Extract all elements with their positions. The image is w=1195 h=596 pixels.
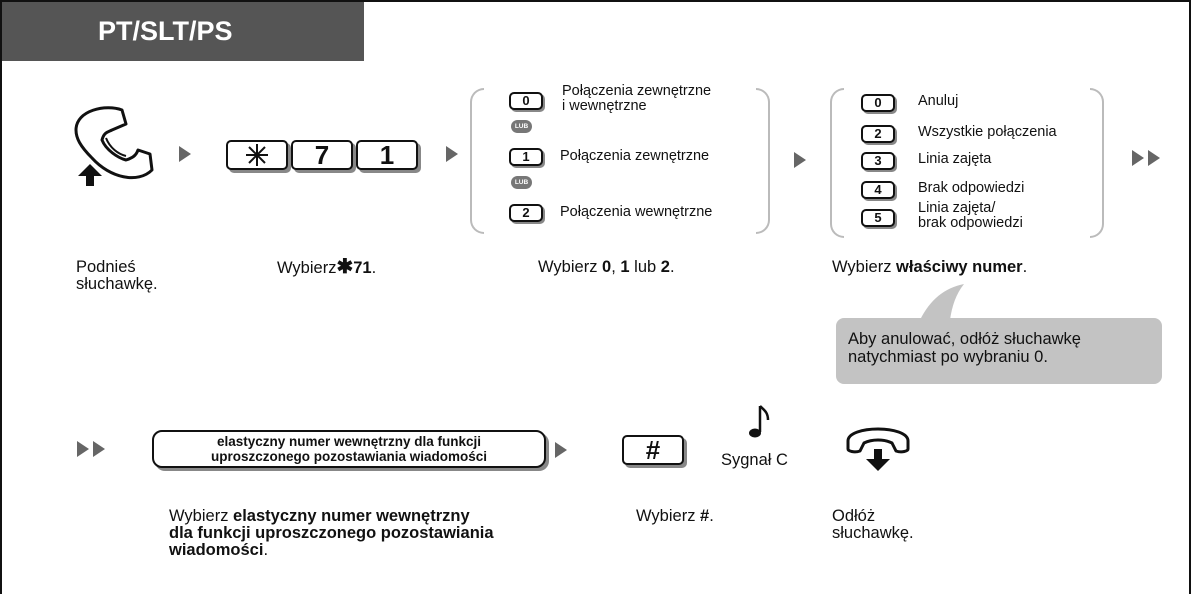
flexible-extension-number-box: elastyczny numer wewnętrzny dla funkcji …: [152, 430, 546, 468]
option-key-3: 3: [861, 152, 895, 170]
off-hook-handset-icon: [74, 106, 154, 186]
digit-key-1: 1: [356, 140, 418, 170]
option-key-0: 0: [861, 94, 895, 112]
hash-key: #: [622, 435, 684, 465]
step3-caption: Wybierz 0, 1 lub 2.: [538, 258, 675, 276]
option-label: Brak odpowiedzi: [918, 180, 1025, 196]
option-key-2: 2: [509, 204, 543, 222]
flow-arrow: [555, 442, 567, 458]
option-key-2: 2: [861, 125, 895, 143]
continue-arrow: [1148, 150, 1160, 166]
flow-arrow: [446, 146, 458, 162]
step6-caption: Wybierz #.: [636, 507, 714, 525]
step2-caption: Wybierz✱71.: [277, 256, 377, 278]
option-label: Wszystkie połączenia: [918, 124, 1057, 140]
or-badge: LUB: [511, 120, 532, 133]
option-key-4: 4: [861, 181, 895, 199]
tone-label: Sygnał C: [721, 451, 788, 469]
music-note-icon: [749, 405, 770, 438]
step1-caption: Podnieś słuchawkę.: [76, 258, 158, 293]
or-badge: LUB: [511, 176, 532, 189]
option-key-0: 0: [509, 92, 543, 110]
option-label: Anuluj: [918, 93, 959, 109]
step8-caption: Odłóż słuchawkę.: [832, 507, 914, 542]
bracket-right: [1090, 88, 1104, 238]
flow-arrow: [179, 146, 191, 162]
option-key-5: 5: [861, 209, 895, 227]
on-hook-handset-icon: [846, 427, 910, 471]
flow-arrow: [794, 152, 806, 168]
continue-arrow: [93, 441, 105, 457]
star-key: [226, 140, 288, 170]
callout-note: Aby anulować, odłóż słuchawkę natychmias…: [836, 318, 1162, 384]
star-key-glyph: [246, 144, 268, 166]
bracket-right: [756, 88, 770, 234]
digit-key-7: 7: [291, 140, 353, 170]
bracket-left: [830, 88, 844, 238]
option-label: Połączenia wewnętrzne: [560, 204, 713, 220]
continue-arrow: [77, 441, 89, 457]
callout-pointer: [920, 284, 964, 320]
option-label: Połączenia zewnętrzne: [560, 148, 710, 164]
option-label: Linia zajęta/ brak odpowiedzi: [918, 200, 1023, 231]
continue-arrow: [1132, 150, 1144, 166]
option-key-1: 1: [509, 148, 543, 166]
step5-caption: Wybierz elastyczny numer wewnętrzny dla …: [169, 507, 494, 559]
option-label: Połączenia zewnętrzne i wewnętrzne: [562, 83, 712, 114]
bracket-left: [470, 88, 484, 234]
header-tab: PT/SLT/PS: [2, 2, 364, 61]
step4-caption: Wybierz właściwy numer.: [832, 258, 1028, 276]
option-label: Linia zajęta: [918, 151, 992, 167]
